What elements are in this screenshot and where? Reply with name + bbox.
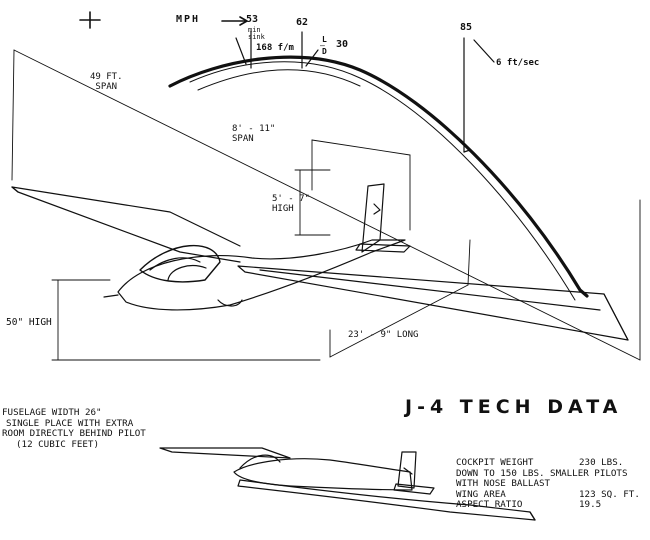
ld-denominator: D [322,47,327,56]
ld-value: 30 [336,39,349,50]
spec-note-text: DOWN TO 150 LBS. SMALLER PILOTS [456,467,628,479]
overall-height-label: 50" HIGH [6,317,52,328]
main-glider [11,183,629,341]
polar-curve [79,11,589,301]
spec-value: 123 SQ. FT. [579,488,640,500]
note-line: SINGLE PLACE WITH EXTRA [6,417,134,429]
note-line: ROOM DIRECTLY BEHIND PILOT [2,428,146,440]
spec-row-cockpit-weight: COCKPIT WEIGHT 230 LBS. [456,457,640,469]
spec-value: 19.5 [579,499,602,511]
spec-table: COCKPIT WEIGHT 230 LBS. DOWN TO 150 LBS.… [456,457,640,511]
spec-label: COCKPIT WEIGHT [456,457,534,468]
speed-tick-62: 62 [296,17,309,28]
spec-value: 230 LBS. [579,457,624,468]
page-title: J-4 TECH DATA [405,396,623,418]
speed-tick-53: 53 [246,14,259,25]
mph-label: MPH [176,14,201,25]
spec-label: ASPECT RATIO [456,499,523,511]
spec-note-text: WITH NOSE BALLAST [456,478,551,490]
tail-height-label: 5' - 7" HIGH [272,194,310,214]
min-sink-value: 168 f/m [256,43,294,53]
tail-span-label: 8' - 11" SPAN [232,124,276,144]
sink-rate-label: 6 ft/sec [496,58,540,68]
lower-glider [159,447,536,521]
fuselage-notes: FUSELAGE WIDTH 26" SINGLE PLACE WITH EXT… [2,407,146,450]
length-label: 23' - 9" LONG [348,330,419,340]
spec-note: DOWN TO 150 LBS. SMALLER PILOTS [456,467,640,480]
min-sink-label: min sink [248,26,265,41]
spec-note: WITH NOSE BALLAST [456,479,640,490]
dimension-lines [11,49,641,361]
wingspan-label: 49 FT. SPAN [90,72,123,92]
note-line: FUSELAGE WIDTH 26" [2,407,102,418]
spec-row-wing-area: WING AREA 123 SQ. FT. [456,488,640,501]
speed-tick-85: 85 [460,22,473,33]
ld-numerator: L [322,35,327,44]
spec-row-aspect-ratio: ASPECT RATIO 19.5 [456,500,640,511]
note-line: (12 CUBIC FEET) [16,438,99,450]
spec-label: WING AREA [456,488,506,500]
